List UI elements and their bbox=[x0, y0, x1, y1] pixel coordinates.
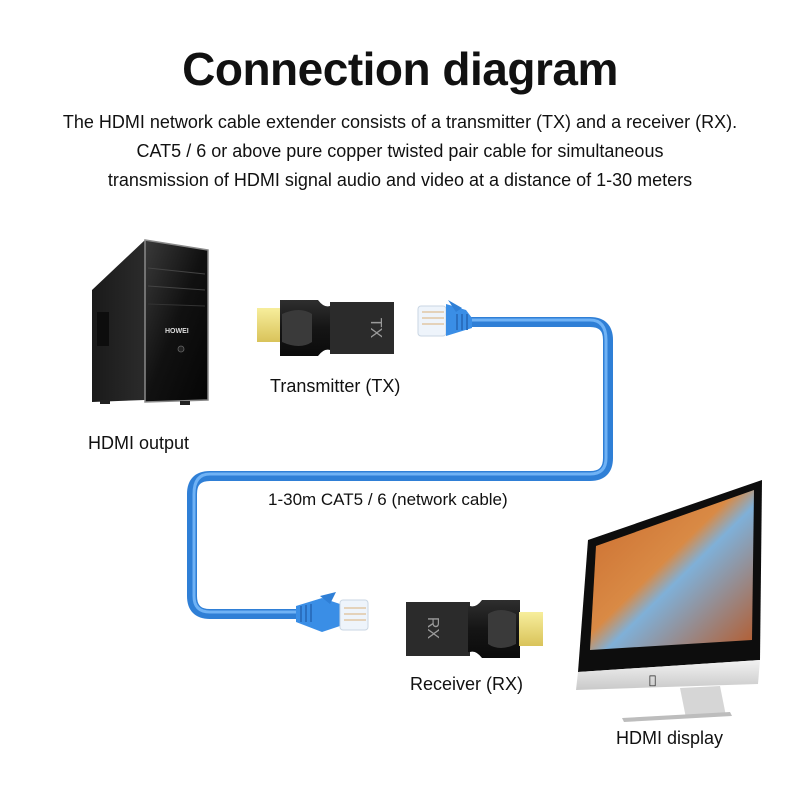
page-title: Connection diagram bbox=[182, 43, 618, 95]
hdmi-output-label: HDMI output bbox=[88, 433, 190, 453]
receiver-adapter-icon: RX bbox=[406, 600, 543, 658]
network-cable-label: 1-30m CAT5 / 6 (network cable) bbox=[268, 490, 508, 509]
transmitter-label: Transmitter (TX) bbox=[270, 376, 401, 396]
description-line-1: The HDMI network cable extender consists… bbox=[62, 112, 738, 132]
receiver-label: Receiver (RX) bbox=[410, 674, 524, 694]
svg-text:RX: RX bbox=[424, 617, 441, 640]
svg-text:HOWEI: HOWEI bbox=[165, 328, 189, 335]
description-line-2: CAT5 / 6 or above pure copper twisted pa… bbox=[136, 141, 664, 161]
pc-tower-icon: HOWEI bbox=[92, 239, 209, 405]
display-monitor-icon:  bbox=[576, 480, 762, 722]
svg-text::  bbox=[649, 673, 656, 687]
description-line-3: transmission of HDMI signal audio and vi… bbox=[107, 170, 693, 190]
transmitter-adapter-icon: TX bbox=[257, 300, 394, 356]
rj45-plug-tx-icon bbox=[417, 300, 472, 337]
hdmi-display-label: HDMI display bbox=[616, 728, 724, 748]
network-cable bbox=[187, 317, 613, 619]
svg-text:TX: TX bbox=[367, 318, 384, 339]
rj45-plug-rx-icon bbox=[296, 592, 369, 632]
